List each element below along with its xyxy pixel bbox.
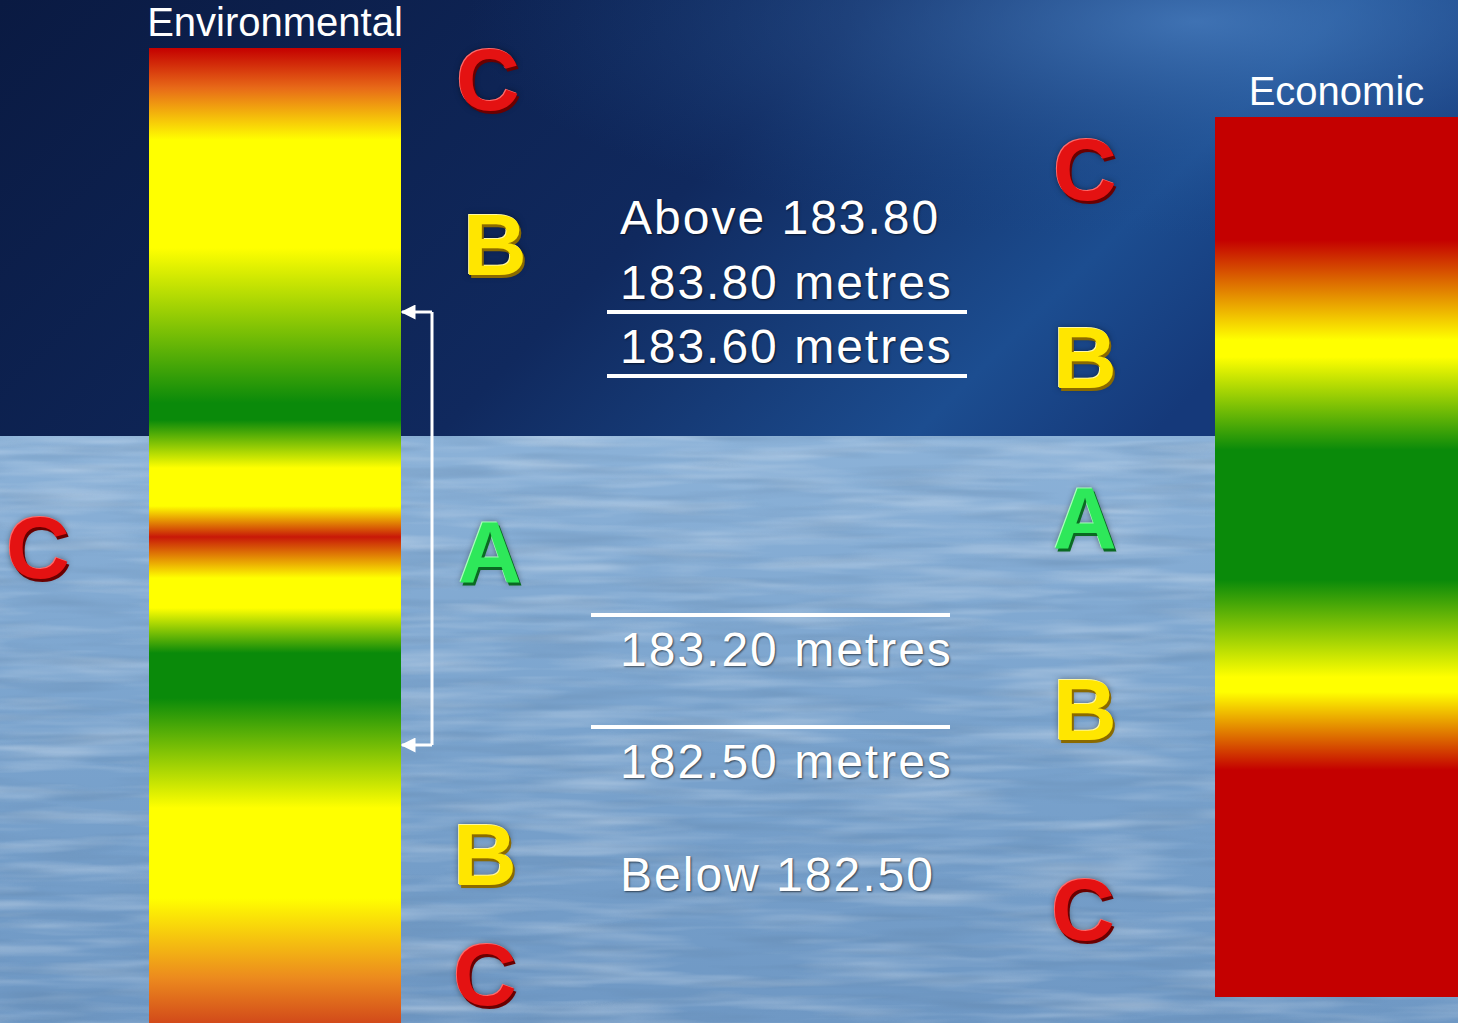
rating-letter: A (458, 508, 522, 596)
rating-letter: C (1051, 866, 1115, 954)
range-bracket (402, 312, 432, 745)
rating-letter: C (456, 36, 520, 124)
rating-letter: B (453, 811, 517, 899)
rating-letter: A (1053, 474, 1117, 562)
environmental-bar: Environmental (149, 48, 401, 1023)
level-label: Above 183.80 (620, 194, 940, 242)
rating-letter: B (463, 201, 527, 289)
rating-letter: C (1053, 126, 1117, 214)
bar-heading: Environmental (147, 0, 403, 44)
level-label: Below 182.50 (620, 851, 935, 899)
level-label: 183.60 metres (620, 323, 953, 371)
rating-letter: C (453, 931, 517, 1019)
rating-letter: B (1053, 666, 1117, 754)
level-label: 182.50 metres (620, 738, 953, 786)
level-label: 183.80 metres (620, 259, 953, 307)
bar-heading: Economic (1249, 69, 1425, 113)
economic-bar: Economic (1215, 117, 1458, 997)
rating-letter: B (1053, 314, 1117, 402)
level-lines (591, 312, 967, 727)
rating-letter: C (6, 504, 70, 592)
level-label: 183.20 metres (620, 626, 953, 674)
